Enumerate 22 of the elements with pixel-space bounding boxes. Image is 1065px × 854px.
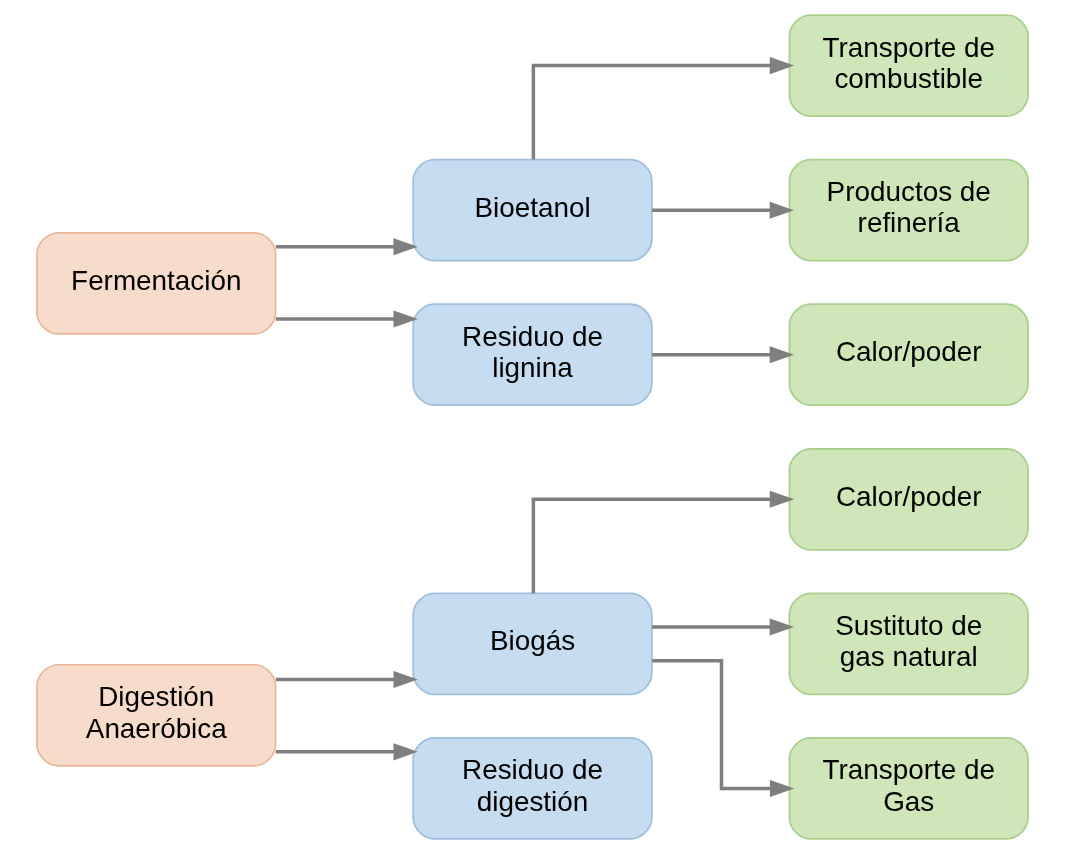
arrow xyxy=(275,671,418,689)
node-box: Digestión Anaeróbica xyxy=(36,663,277,767)
arrow xyxy=(275,743,418,761)
arrow xyxy=(275,238,418,256)
arrow xyxy=(275,310,418,328)
arrow xyxy=(652,618,795,636)
node-box: Fermentación xyxy=(36,231,277,335)
node-box: Residuo de lignina xyxy=(412,303,653,407)
node-box: Sustituto de gas natural xyxy=(788,592,1029,696)
node-box: Bioetanol xyxy=(412,158,653,262)
node-box: Transporte de Gas xyxy=(788,737,1029,840)
node-box: Transporte de combustible xyxy=(788,14,1029,117)
arrow xyxy=(652,201,795,219)
node-box: Calor/poder xyxy=(788,447,1029,551)
arrow xyxy=(652,658,795,797)
arrow xyxy=(531,490,795,594)
node-box: Residuo de digestión xyxy=(412,737,653,840)
node-box: Productos de refinería xyxy=(788,158,1029,262)
arrow xyxy=(531,57,795,160)
arrow xyxy=(652,346,795,364)
node-box: Calor/poder xyxy=(788,303,1029,407)
node-box: Biogás xyxy=(412,592,653,696)
